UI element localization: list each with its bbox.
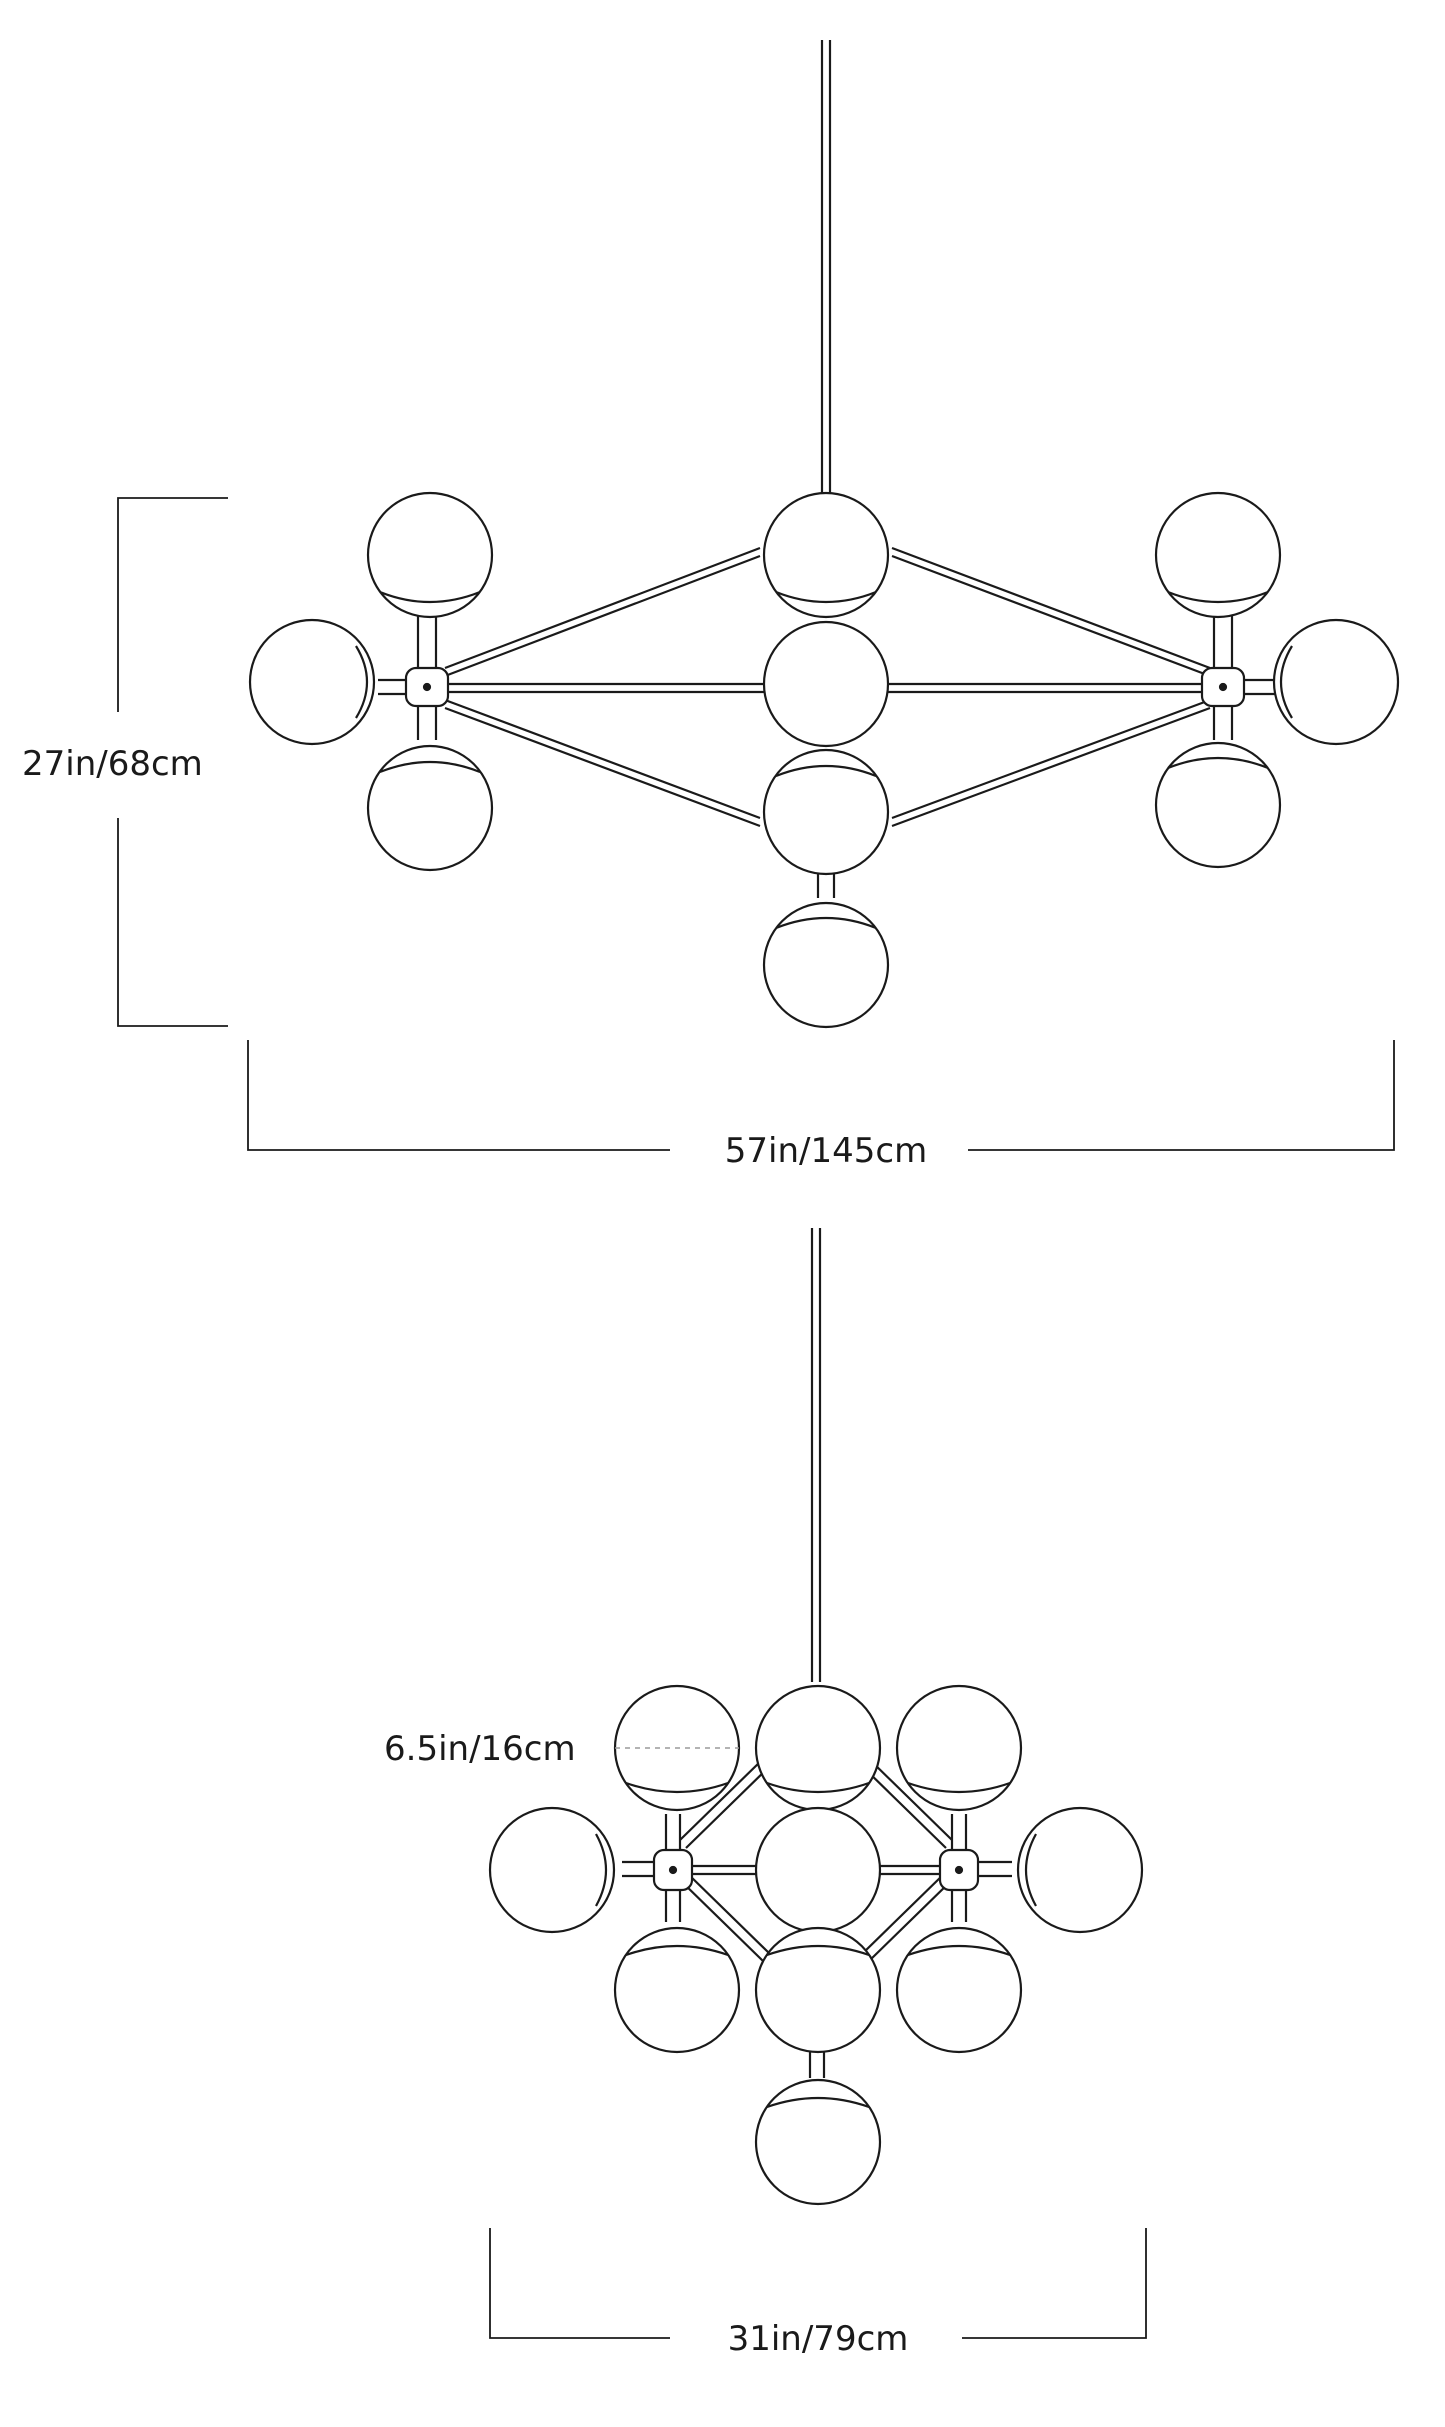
side-left-hub <box>622 1814 694 1922</box>
front-suspension-rod <box>820 40 832 500</box>
globe <box>248 618 376 746</box>
globe <box>762 620 890 748</box>
globe <box>1272 618 1400 746</box>
side-width-label: 31in/79cm <box>728 2319 909 2359</box>
globe <box>754 1806 882 1934</box>
globe <box>366 744 494 872</box>
side-globes <box>488 1684 1144 2206</box>
globe <box>754 2078 882 2206</box>
front-view <box>117 40 1400 1151</box>
globe <box>895 1926 1023 2054</box>
globe <box>366 491 494 619</box>
globe <box>754 1926 882 2054</box>
side-right-hub <box>938 1814 1012 1922</box>
front-height-bracket <box>117 497 228 1027</box>
front-width-label: 57in/145cm <box>725 1131 927 1171</box>
side-width-bracket <box>489 2228 1147 2339</box>
front-right-hub <box>1200 612 1276 740</box>
front-globes <box>248 491 1400 1029</box>
globe <box>895 1684 1023 1812</box>
side-suspension-rod <box>810 1228 822 1682</box>
globe <box>613 1926 741 2054</box>
globe <box>1154 491 1282 619</box>
globe <box>488 1806 616 1934</box>
side-view <box>488 1228 1147 2339</box>
globe <box>1016 1806 1144 1934</box>
front-height-label: 27in/68cm <box>22 744 203 784</box>
globe <box>762 748 890 876</box>
globe <box>762 901 890 1029</box>
front-left-hub <box>378 610 450 740</box>
globe-diameter-label: 6.5in/16cm <box>384 1729 576 1769</box>
globe <box>1154 741 1282 869</box>
globe <box>762 491 890 619</box>
front-width-bracket <box>247 1040 1395 1151</box>
